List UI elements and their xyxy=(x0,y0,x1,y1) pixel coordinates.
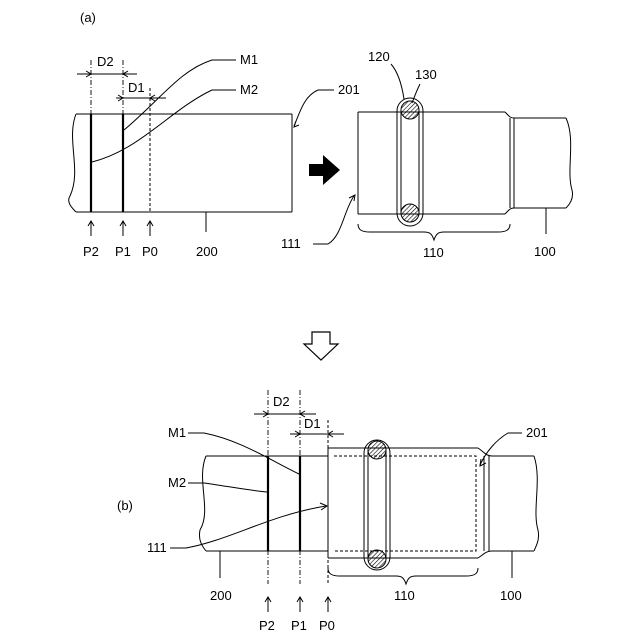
m2-leader-a xyxy=(92,90,236,162)
p2-label-b: P2 xyxy=(259,618,275,633)
ref-130-leader-a xyxy=(412,84,420,103)
m1-leader-a xyxy=(124,60,236,130)
transition-arrow-down xyxy=(304,332,338,360)
p2-label-a: P2 xyxy=(83,244,99,259)
ref-100-label-a: 100 xyxy=(534,244,556,259)
tube-100-a xyxy=(358,112,573,214)
ref-130-label-a: 130 xyxy=(415,67,437,82)
ref-110-label-a: 110 xyxy=(423,245,444,260)
ref-100-label-b: 100 xyxy=(500,588,522,603)
ref-111-leader-a xyxy=(313,196,354,244)
inserted-tube-200-hidden-b xyxy=(334,456,476,551)
ref-201-leader-b xyxy=(480,433,522,465)
ref-120-label-a: 120 xyxy=(368,49,390,64)
ref-111-label-a: 111 xyxy=(281,236,301,251)
m1-label-a: M1 xyxy=(240,52,258,67)
transition-arrow-right xyxy=(309,155,340,185)
p1-label-b: P1 xyxy=(291,618,307,633)
ref-110-label-b: 110 xyxy=(394,588,415,603)
p0-label-b: P0 xyxy=(319,618,335,633)
clamp-ring-120-b xyxy=(364,440,390,570)
p-arrows-a xyxy=(88,221,153,236)
brace-110-b xyxy=(328,568,478,584)
m1-leader-b xyxy=(188,433,299,474)
d2-label-b: D2 xyxy=(273,394,290,409)
tube-200-a xyxy=(69,114,292,212)
d1-label-b: D1 xyxy=(304,416,321,431)
ref-201-label-b: 201 xyxy=(526,425,548,440)
panel-b-label: (b) xyxy=(117,498,133,513)
brace-110-a xyxy=(358,224,510,240)
ref-200-label-b: 200 xyxy=(210,588,232,603)
d2-label-a: D2 xyxy=(97,54,114,69)
ref-111-leader-b xyxy=(170,506,326,548)
ref-200-label-a: 200 xyxy=(196,244,218,259)
m2-leader-b xyxy=(188,483,267,492)
p1-label-a: P1 xyxy=(115,244,131,259)
ref-120-leader-a xyxy=(391,64,404,99)
panel-a-label: (a) xyxy=(80,10,96,25)
ref-111-label-b: 111 xyxy=(147,540,167,555)
tube-100-b xyxy=(328,448,539,558)
d1-label-a: D1 xyxy=(128,80,145,95)
p-arrows-b xyxy=(265,597,331,612)
ref-201-label-a: 201 xyxy=(338,82,360,97)
m2-label-b: M2 xyxy=(168,475,186,490)
m2-label-a: M2 xyxy=(240,82,258,97)
ref-201-leader-a xyxy=(294,90,334,126)
clamp-ring-120-a xyxy=(397,98,423,226)
p0-label-a: P0 xyxy=(142,244,158,259)
ref-201-arrowhead-a xyxy=(294,121,299,127)
m1-label-b: M1 xyxy=(168,425,186,440)
tube-200-b xyxy=(199,456,328,551)
